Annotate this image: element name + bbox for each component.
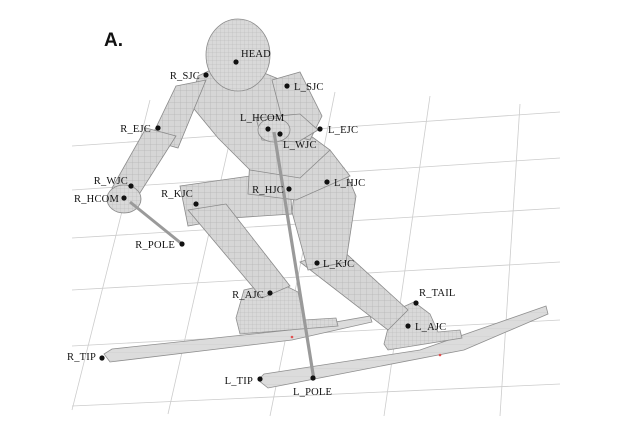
left-ski bbox=[257, 305, 549, 389]
marker-dot-r-wjc bbox=[128, 183, 134, 189]
marker-dot-l-ejc bbox=[317, 126, 323, 132]
marker-label-l-pole: L_POLE bbox=[293, 387, 332, 398]
marker-label-r-hcom: R_HCOM bbox=[74, 194, 119, 205]
marker-label-r-sjc: R_SJC bbox=[170, 71, 200, 82]
marker-label-l-ajc: L_AJC bbox=[415, 322, 446, 333]
marker-label-l-sjc: L_SJC bbox=[294, 82, 324, 93]
ski-reference-dot bbox=[438, 353, 442, 357]
marker-label-r-ajc: R_AJC bbox=[232, 290, 264, 301]
left-pole bbox=[272, 131, 316, 381]
right-pole bbox=[129, 200, 183, 246]
marker-label-l-ejc: L_EJC bbox=[328, 125, 358, 136]
marker-dot-l-pole bbox=[310, 375, 316, 381]
head bbox=[205, 18, 271, 92]
right-upper-arm bbox=[149, 79, 207, 149]
marker-dot-r-kjc bbox=[193, 201, 199, 207]
marker-label-r-hjc: R_HJC bbox=[252, 185, 284, 196]
marker-dot-l-wjc bbox=[277, 131, 283, 137]
marker-label-l-kjc: L_KJC bbox=[323, 259, 354, 270]
marker-dot-r-tail bbox=[413, 300, 419, 306]
marker-dot-l-ajc bbox=[405, 323, 411, 329]
skier-body-mesh bbox=[106, 18, 409, 331]
marker-label-l-hcom: L_HCOM bbox=[240, 113, 285, 124]
marker-dot-l-hcom bbox=[265, 126, 271, 132]
panel-letter: A. bbox=[104, 30, 123, 51]
marker-label-r-tip: R_TIP bbox=[67, 352, 96, 363]
marker-dot-l-kjc bbox=[314, 260, 320, 266]
marker-label-r-wjc: R_WJC bbox=[94, 176, 128, 187]
marker-dot-l-sjc bbox=[284, 83, 290, 89]
marker-dot-l-tip bbox=[257, 376, 263, 382]
ski-reference-dot bbox=[290, 335, 294, 339]
marker-label-r-pole: R_POLE bbox=[135, 240, 175, 251]
marker-layer: HEAD R_SJC L_SJC R_EJC L_HCOM L_EJC L_WJC R_WJC… bbox=[67, 49, 456, 398]
marker-dot-r-hcom bbox=[121, 195, 127, 201]
right-shank bbox=[187, 203, 291, 299]
marker-dot-head bbox=[233, 59, 239, 65]
marker-dot-r-tip bbox=[99, 355, 105, 361]
marker-label-l-wjc: L_WJC bbox=[283, 140, 317, 151]
marker-dot-r-pole bbox=[179, 241, 185, 247]
marker-label-r-tail: R_TAIL bbox=[419, 288, 456, 299]
marker-label-head: HEAD bbox=[241, 49, 271, 60]
poles bbox=[129, 131, 316, 381]
marker-label-l-hjc: L_HJC bbox=[334, 178, 365, 189]
marker-dot-r-hjc bbox=[286, 186, 292, 192]
marker-dot-r-ejc bbox=[155, 125, 161, 131]
marker-label-r-ejc: R_EJC bbox=[120, 124, 151, 135]
marker-label-l-tip: L_TIP bbox=[225, 376, 253, 387]
marker-dot-l-hjc bbox=[324, 179, 330, 185]
marker-dot-r-ajc bbox=[267, 290, 273, 296]
marker-dot-r-sjc bbox=[203, 72, 209, 78]
marker-label-r-kjc: R_KJC bbox=[161, 189, 193, 200]
